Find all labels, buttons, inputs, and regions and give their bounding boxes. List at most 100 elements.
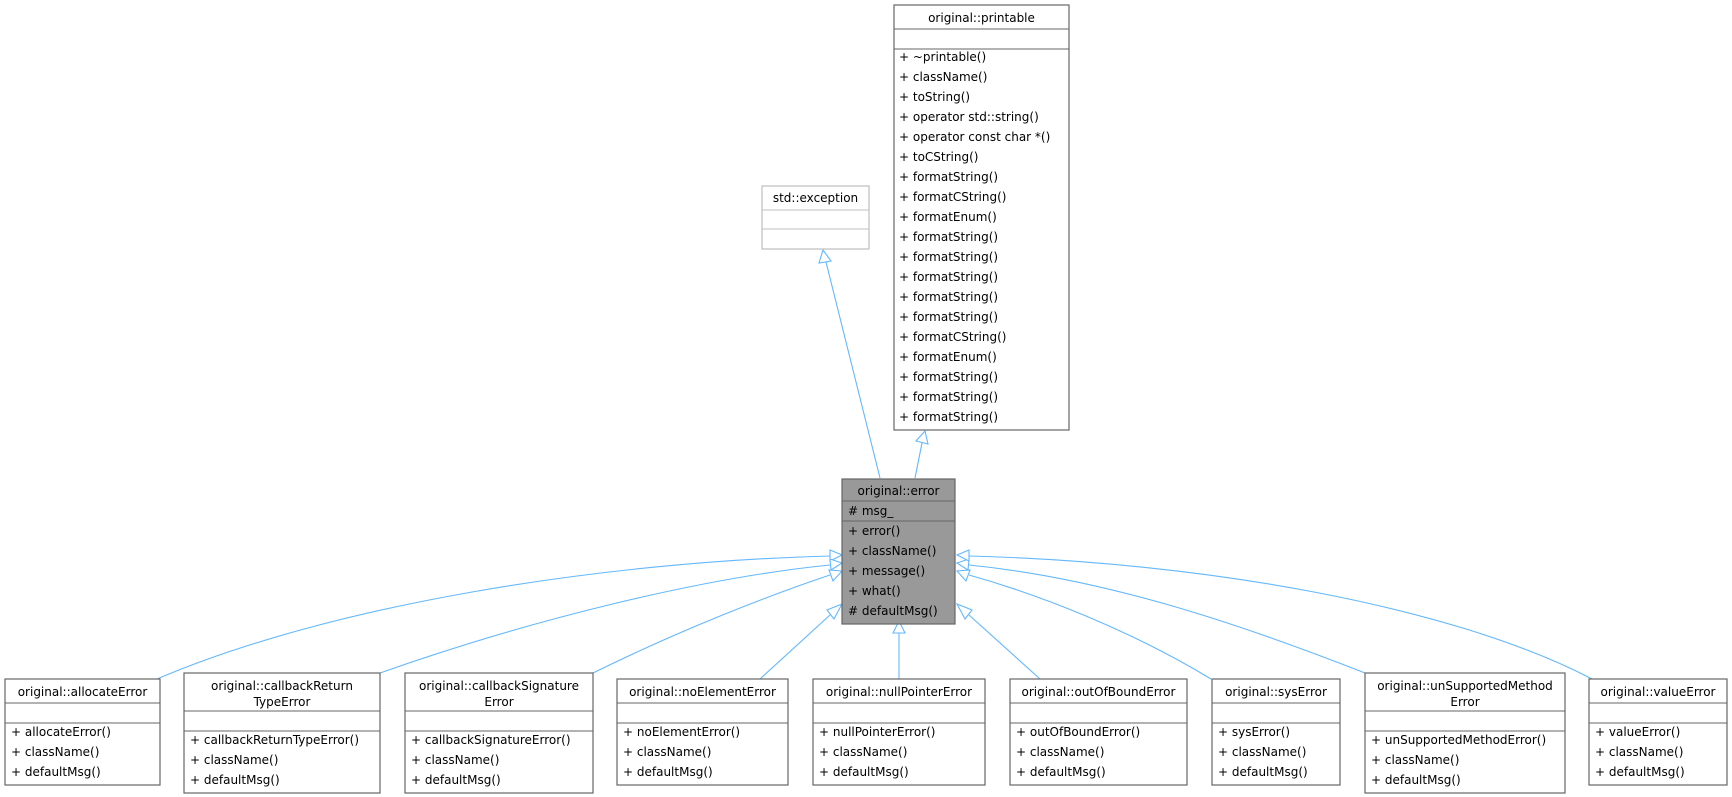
method-item: + allocateError() <box>11 725 111 739</box>
method-list: + ~printable() + className() + toString() +… <box>899 50 1050 424</box>
method-list: + error() + className() + message() + what(… <box>848 524 938 618</box>
edge-outOfBoundError <box>968 614 1041 680</box>
arrowhead-valueError <box>955 549 970 562</box>
method-item: + what() <box>848 584 901 598</box>
method-item: + defaultMsg() <box>819 765 909 779</box>
class-std-exception: std::exception <box>761 185 870 250</box>
class-title: original::callbackReturn <box>211 679 353 693</box>
arrowhead-callbackSignatureError <box>828 569 844 583</box>
class-sysError: original::sysError+ sysError()+ classNam… <box>1211 678 1341 786</box>
class-title: TypeError <box>253 695 311 709</box>
method-item: + valueError() <box>1595 725 1680 739</box>
method-item: + formatString() <box>899 370 998 384</box>
method-item: + error() <box>848 524 900 538</box>
method-item: + formatEnum() <box>899 210 997 224</box>
method-item: + formatString() <box>899 310 998 324</box>
class-valueError: original::valueError+ valueError()+ clas… <box>1588 678 1728 786</box>
class-callbackSignatureError: original::callbackSignatureError+ callba… <box>404 672 594 794</box>
class-title: original::printable <box>928 11 1035 25</box>
class-unSupportedMethodError: original::unSupportedMethodError+ unSupp… <box>1364 672 1566 794</box>
method-item: + noElementError() <box>623 725 740 739</box>
method-item: + formatString() <box>899 230 998 244</box>
method-item: + formatString() <box>899 410 998 424</box>
method-item: + defaultMsg() <box>190 773 280 787</box>
method-item: + unSupportedMethodError() <box>1371 733 1546 747</box>
method-item: + callbackSignatureError() <box>411 733 571 747</box>
class-title: original::nullPointerError <box>826 685 972 699</box>
method-item: + formatString() <box>899 390 998 404</box>
method-item: + defaultMsg() <box>11 765 101 779</box>
arrowhead-outOfBoundError <box>955 602 973 621</box>
edge-allocateError <box>156 555 831 680</box>
class-title: std::exception <box>773 191 858 205</box>
method-item: + className() <box>1595 745 1683 759</box>
inheritance-edges <box>156 248 1593 680</box>
method-item: + className() <box>848 544 936 558</box>
method-item: + className() <box>11 745 99 759</box>
class-title: original::valueError <box>1601 685 1716 699</box>
class-nullPointerError: original::nullPointerError+ nullPointerE… <box>812 678 986 786</box>
method-item: + nullPointerError() <box>819 725 935 739</box>
method-item: + toString() <box>899 90 970 104</box>
method-item: + operator std::string() <box>899 110 1039 124</box>
method-item: + formatString() <box>899 170 998 184</box>
class-title: original::noElementError <box>629 685 776 699</box>
method-item: + outOfBoundError() <box>1016 725 1140 739</box>
edge-error-to-exception <box>825 261 881 479</box>
class-title: original::unSupportedMethod <box>1377 679 1553 693</box>
class-printable: original::printable + ~printable()+ clas… <box>893 4 1070 431</box>
method-item: + defaultMsg() <box>1595 765 1685 779</box>
method-item: + className() <box>623 745 711 759</box>
method-item: + className() <box>190 753 278 767</box>
attribute-msg: # msg_ <box>848 504 894 518</box>
arrowhead-exception <box>818 248 832 264</box>
method-item: + className() <box>1218 745 1306 759</box>
method-item: + formatCString() <box>899 330 1006 344</box>
method-item: + className() <box>1016 745 1104 759</box>
arrowhead-noElementError <box>826 602 844 621</box>
class-outOfBoundError: original::outOfBoundError+ outOfBoundErr… <box>1009 678 1188 786</box>
class-title: original::allocateError <box>18 685 148 699</box>
class-callbackReturnTypeError: original::callbackReturnTypeError+ callb… <box>183 672 381 794</box>
edge-noElementError <box>759 614 831 680</box>
class-title: original::callbackSignature <box>419 679 579 693</box>
method-item: + formatString() <box>899 250 998 264</box>
method-item: + defaultMsg() <box>1016 765 1106 779</box>
method-item: + className() <box>819 745 907 759</box>
method-item: + className() <box>899 70 987 84</box>
method-item: + formatEnum() <box>899 350 997 364</box>
method-item: + toCString() <box>899 150 978 164</box>
class-title: original::outOfBoundError <box>1022 685 1176 699</box>
method-item: + className() <box>411 753 499 767</box>
edge-callbackSignatureError <box>592 574 831 674</box>
method-item: + defaultMsg() <box>1371 773 1461 787</box>
edge-unSupportedMethodError <box>968 564 1366 674</box>
arrowhead-printable <box>914 429 929 445</box>
method-item: + defaultMsg() <box>411 773 501 787</box>
arrowhead-allocateError <box>829 549 844 562</box>
arrowhead-nullPointerError <box>892 619 906 634</box>
method-item: + defaultMsg() <box>1218 765 1308 779</box>
arrowhead-sysError <box>955 569 971 583</box>
class-title: original::sysError <box>1225 685 1327 699</box>
method-item: + className() <box>1371 753 1459 767</box>
class-title: original::error <box>858 484 940 498</box>
method-item: + sysError() <box>1218 725 1290 739</box>
derived-classes: original::allocateError+ allocateError()… <box>4 672 1728 794</box>
class-noElementError: original::noElementError+ noElementError… <box>616 678 789 786</box>
class-title: Error <box>484 695 513 709</box>
method-item: + formatString() <box>899 290 998 304</box>
method-item: + formatCString() <box>899 190 1006 204</box>
class-allocateError: original::allocateError+ allocateError()… <box>4 678 161 786</box>
method-item: # defaultMsg() <box>848 604 938 618</box>
edge-valueError <box>968 555 1593 680</box>
arrowhead-unSupportedMethodError <box>955 558 970 571</box>
method-item: + message() <box>848 564 925 578</box>
method-item: + formatString() <box>899 270 998 284</box>
edge-error-to-printable <box>914 442 923 479</box>
method-item: + callbackReturnTypeError() <box>190 733 359 747</box>
class-title: Error <box>1450 695 1479 709</box>
method-item: + ~printable() <box>899 50 986 64</box>
arrowhead-callbackReturnTypeError <box>829 558 844 571</box>
edge-sysError <box>968 574 1212 680</box>
